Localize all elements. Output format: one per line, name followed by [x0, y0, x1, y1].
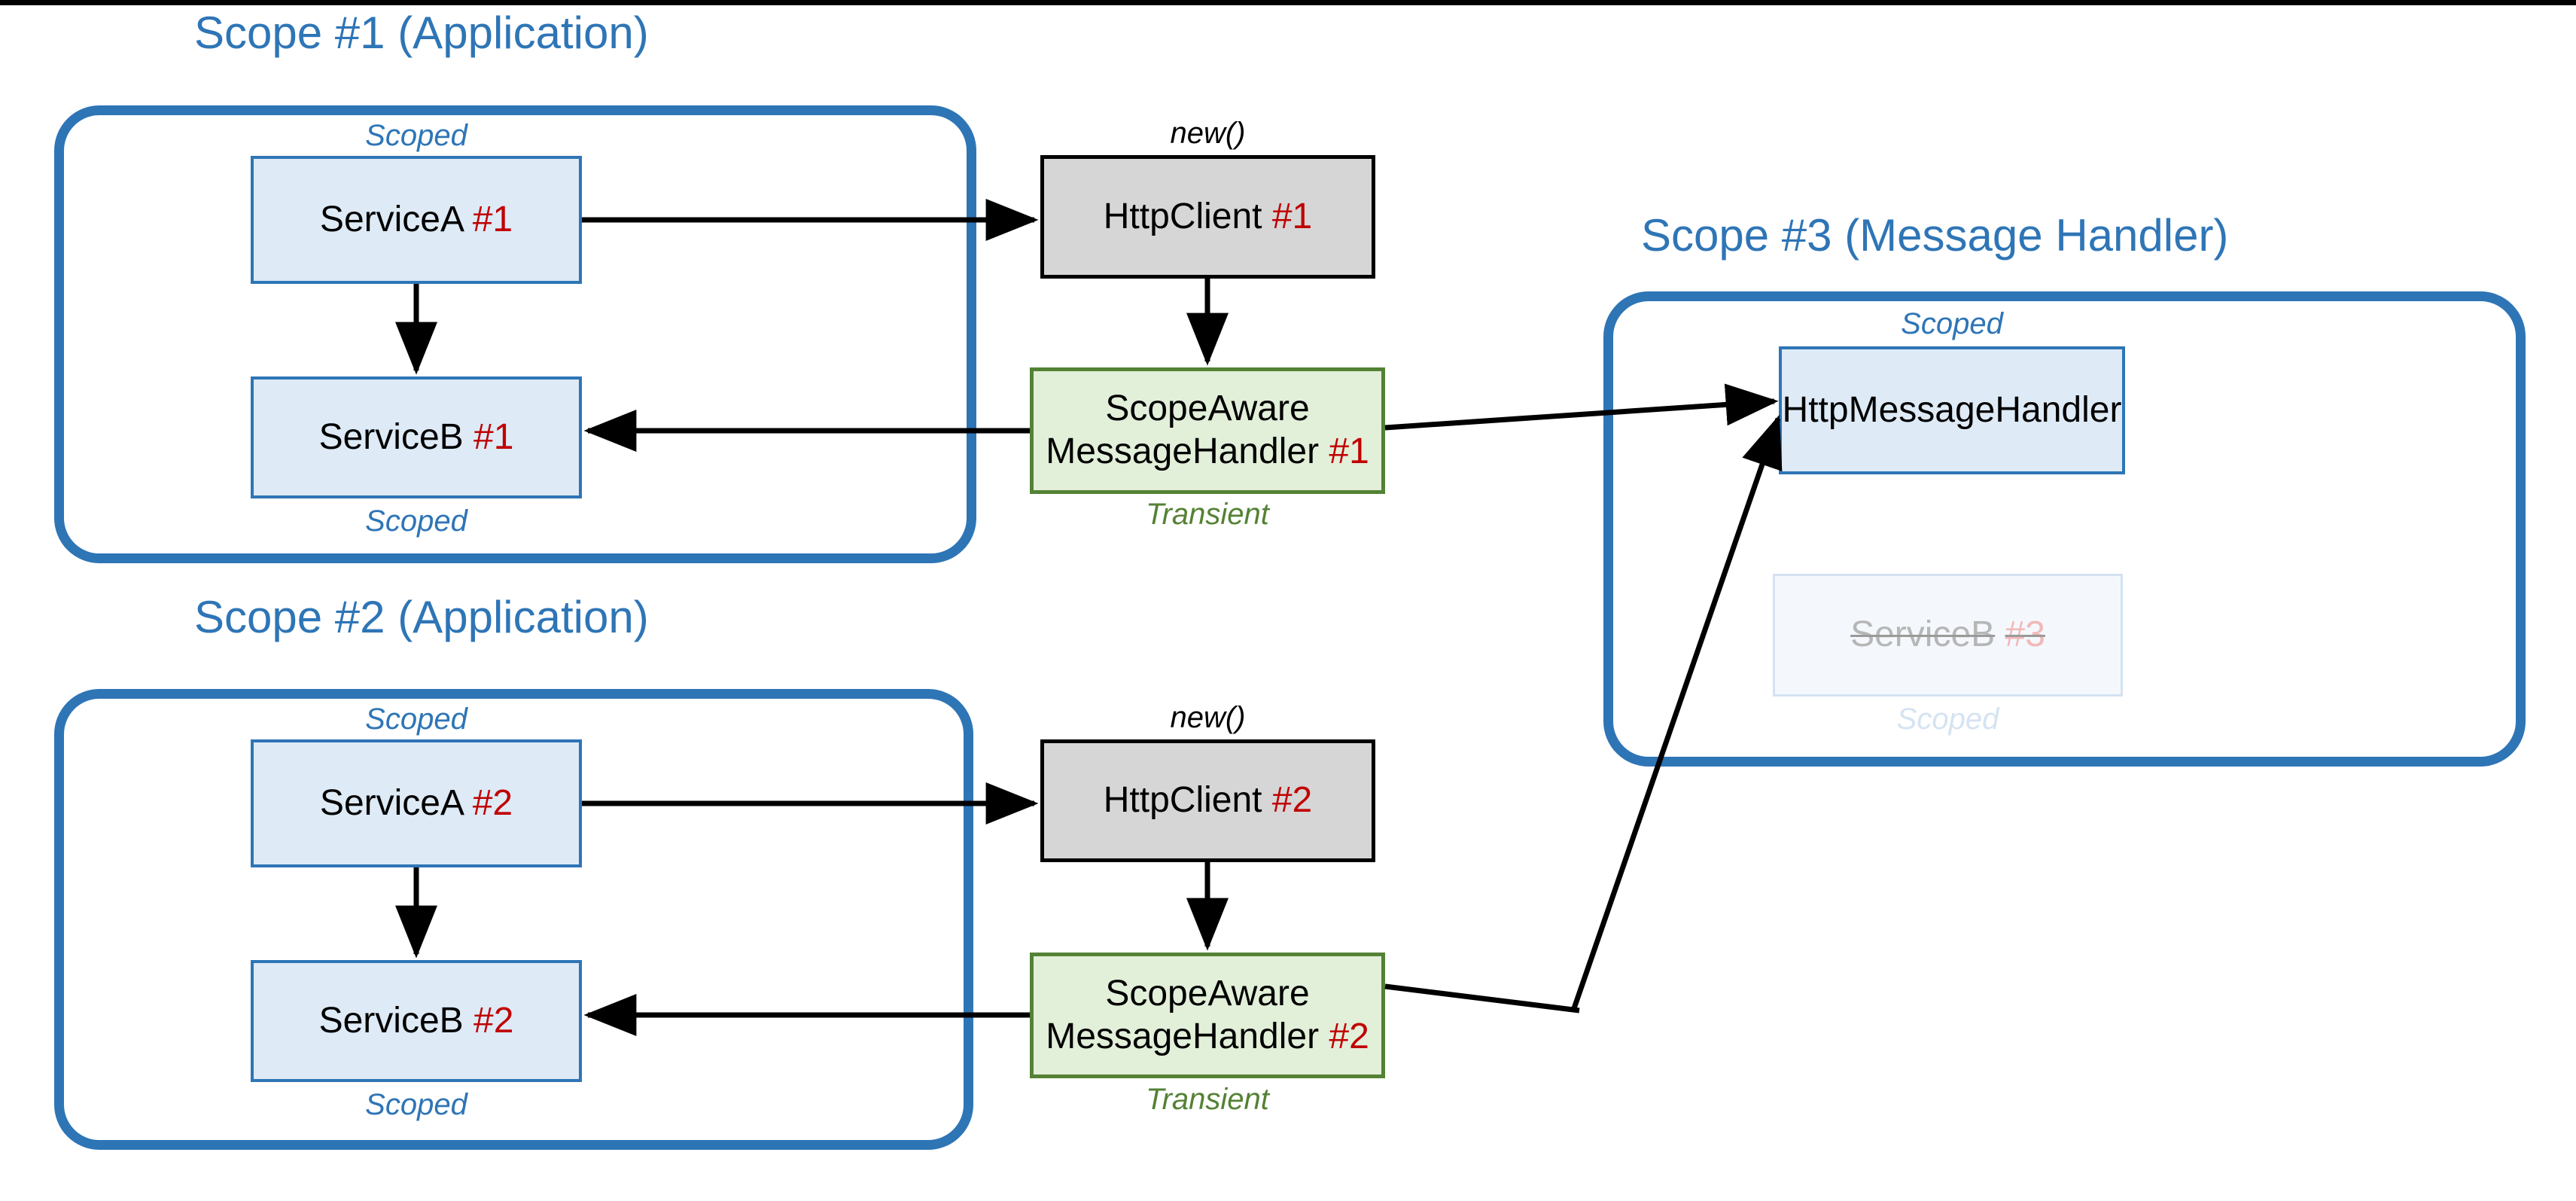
http-client-2-creation-label: new() — [1170, 701, 1246, 734]
node-handler-2-line1: ScopeAware — [1105, 973, 1310, 1014]
top-black-bar — [0, 0, 2576, 5]
node-handler-1-line2: MessageHandler — [1046, 431, 1320, 471]
edge-handler-2-to-http-message-handler-stub — [1384, 983, 1580, 1014]
node-service-b-2[interactable]: ServiceB #2 — [251, 960, 582, 1082]
node-service-b-2-name: ServiceB — [318, 1000, 464, 1041]
node-http-client-1[interactable]: HttpClient #1 — [1040, 155, 1375, 279]
node-http-client-2-instance: #2 — [1271, 780, 1313, 821]
handler-1-lifetime-label: Transient — [1146, 498, 1269, 531]
node-handler-2-instance: #2 — [1329, 1016, 1369, 1056]
node-handler-1-instance: #1 — [1329, 431, 1369, 471]
service-b-1-lifetime-label: Scoped — [365, 504, 467, 538]
service-b-3-lifetime-label: Scoped — [1896, 703, 1999, 736]
http-client-1-creation-label: new() — [1170, 117, 1246, 150]
node-service-b-2-text: ServiceB #2 — [319, 1000, 514, 1043]
node-http-client-2-name: HttpClient — [1103, 780, 1262, 821]
scope-1-title: Scope #1 (Application) — [194, 8, 649, 58]
node-service-b-1-instance: #1 — [473, 416, 514, 457]
node-http-client-1-text: HttpClient #1 — [1104, 196, 1312, 239]
node-service-a-2-text: ServiceA #2 — [320, 782, 513, 825]
http-message-handler-lifetime-label: Scoped — [1901, 307, 2003, 340]
node-http-client-1-name: HttpClient — [1103, 196, 1262, 236]
node-service-a-1-name: ServiceA — [319, 199, 463, 239]
node-service-b-2-instance: #2 — [473, 1000, 514, 1041]
node-handler-2-line2-wrap: MessageHandler #2 — [1046, 1016, 1369, 1059]
node-service-a-1-instance: #1 — [472, 199, 513, 239]
node-scope-aware-message-handler-1[interactable]: ScopeAware MessageHandler #1 — [1030, 367, 1385, 494]
node-http-client-1-instance: #1 — [1271, 196, 1313, 236]
node-handler-1-line1: ScopeAware — [1105, 389, 1310, 429]
node-http-client-2-text: HttpClient #2 — [1104, 779, 1312, 822]
node-handler-2-line2: MessageHandler — [1046, 1016, 1320, 1056]
handler-2-lifetime-label: Transient — [1146, 1083, 1269, 1116]
node-service-b-3-text: ServiceB #3 — [1850, 614, 2045, 657]
node-service-a-2-name: ServiceA — [319, 782, 463, 823]
service-a-1-lifetime-label: Scoped — [365, 119, 467, 152]
node-service-b-3[interactable]: ServiceB #3 — [1773, 574, 2123, 697]
node-service-b-1[interactable]: ServiceB #1 — [251, 376, 582, 498]
service-b-2-lifetime-label: Scoped — [365, 1088, 467, 1121]
service-a-2-lifetime-label: Scoped — [365, 703, 467, 736]
node-service-b-1-text: ServiceB #1 — [319, 416, 514, 459]
node-http-client-2[interactable]: HttpClient #2 — [1040, 739, 1375, 862]
scope-2-container — [54, 689, 973, 1150]
node-service-a-1[interactable]: ServiceA #1 — [251, 156, 582, 284]
node-service-a-1-text: ServiceA #1 — [320, 199, 513, 242]
node-http-message-handler-name: HttpMessageHandler — [1782, 389, 2122, 430]
scope-3-title: Scope #3 (Message Handler) — [1641, 210, 2229, 261]
node-service-b-3-instance: #3 — [2005, 614, 2045, 655]
node-http-message-handler[interactable]: HttpMessageHandler — [1779, 346, 2125, 474]
scope-2-title: Scope #2 (Application) — [194, 592, 649, 642]
node-service-a-2[interactable]: ServiceA #2 — [251, 739, 582, 867]
node-scope-aware-message-handler-2[interactable]: ScopeAware MessageHandler #2 — [1030, 953, 1385, 1078]
node-service-b-1-name: ServiceB — [318, 416, 464, 457]
node-service-b-3-name: ServiceB — [1850, 614, 1996, 655]
node-handler-1-line2-wrap: MessageHandler #1 — [1046, 431, 1369, 474]
node-service-a-2-instance: #2 — [472, 782, 513, 823]
